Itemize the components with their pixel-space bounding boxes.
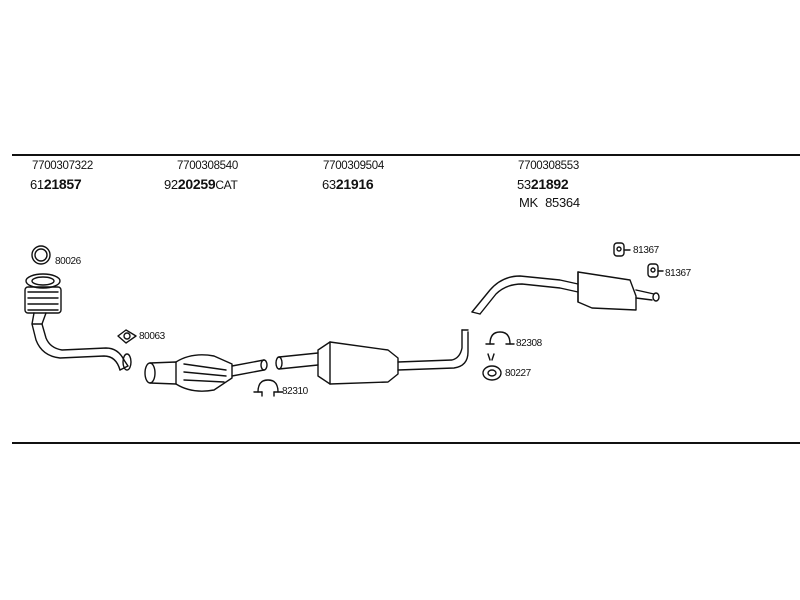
mounting-kit-code: MK 85364 — [519, 194, 580, 210]
hanger-rubber-icon — [647, 263, 664, 278]
bottom-divider — [12, 442, 800, 444]
callout-clamp-left: 82310 — [282, 386, 308, 397]
code-middle-silencer: 6321916 — [322, 176, 374, 192]
code-prefix: 63 — [322, 177, 336, 192]
rear-silencer-part — [471, 271, 660, 315]
code-front-pipe: 6121857 — [30, 176, 82, 192]
code-prefix: 61 — [30, 177, 44, 192]
top-divider — [12, 154, 800, 156]
code-catalyst: 9220259CAT — [164, 176, 238, 192]
catalytic-converter-part — [144, 354, 268, 392]
front-pipe-part — [24, 273, 132, 371]
callout-rubber-mount: 80227 — [505, 368, 531, 379]
part-number-rear-silencer: 7700308553 — [518, 160, 579, 172]
pipe-clamp-icon — [253, 379, 283, 397]
code-suffix: CAT — [215, 178, 238, 192]
code-prefix: 53 — [517, 177, 531, 192]
code-number: 21916 — [335, 176, 374, 192]
callout-hanger-upper: 81367 — [633, 245, 659, 256]
callout-hanger-lower: 81367 — [665, 268, 691, 279]
mk-number: 85364 — [545, 195, 580, 210]
code-rear-silencer: 5321892 — [517, 176, 569, 192]
code-number: 21892 — [530, 176, 569, 192]
code-number: 21857 — [43, 176, 82, 192]
code-prefix: 92 — [164, 177, 178, 192]
callout-clamp-right: 82308 — [516, 338, 542, 349]
ring-seal-icon — [31, 245, 51, 265]
pipe-clamp-icon — [485, 331, 515, 345]
part-number-catalyst: 7700308540 — [177, 160, 238, 172]
code-number: 20259 — [177, 176, 216, 192]
middle-silencer-part — [275, 329, 469, 385]
callout-ring: 80026 — [55, 256, 81, 267]
rubber-mount-icon — [482, 353, 502, 381]
part-number-front-pipe: 7700307322 — [32, 160, 93, 172]
flange-gasket-icon — [117, 329, 137, 344]
callout-gasket: 80063 — [139, 331, 165, 342]
mk-prefix: MK — [519, 195, 538, 210]
hanger-rubber-icon — [613, 242, 631, 257]
part-number-middle-silencer: 7700309504 — [323, 160, 384, 172]
